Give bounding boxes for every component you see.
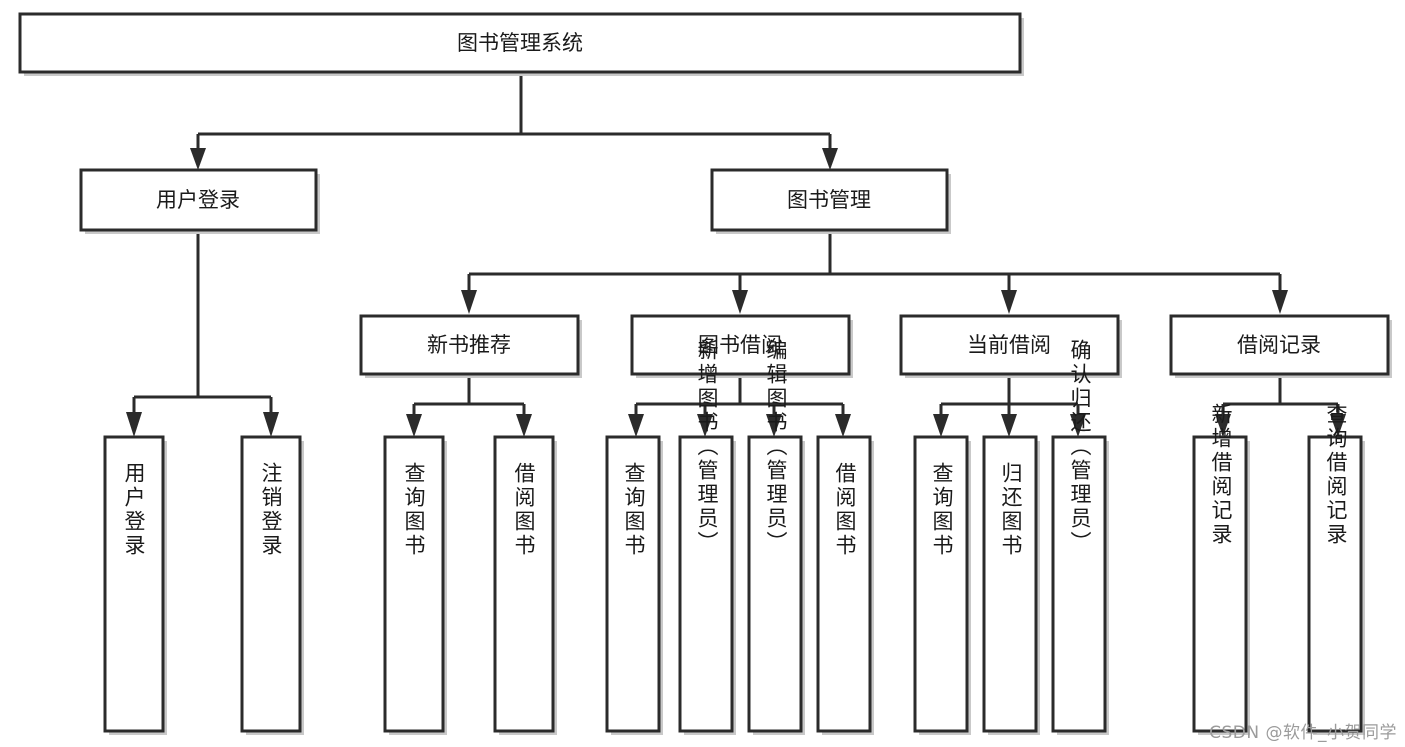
arrow-to-borrow-record bbox=[1272, 290, 1288, 314]
arrow-to-book-borrow bbox=[732, 290, 748, 314]
node-borrow-record-label: 借阅记录 bbox=[1237, 333, 1321, 357]
arrow-to-leaf-query-record bbox=[1330, 414, 1346, 437]
leaf-user-login-box bbox=[103, 435, 165, 733]
leaf-user-logout-label: 注销登录 bbox=[259, 462, 283, 558]
node-root-label: 图书管理系统 bbox=[457, 31, 583, 55]
leaf-query-record-box bbox=[1307, 435, 1363, 733]
arrow-to-leaf-query-book-3 bbox=[933, 414, 949, 437]
leaf-add-book[interactable]: 新增图书（管理员） bbox=[678, 339, 736, 735]
leaf-add-record-label: 新增借阅记录 bbox=[1209, 403, 1233, 547]
node-new-book-rec[interactable]: 新书推荐 bbox=[359, 314, 582, 378]
node-book-borrow-box bbox=[630, 314, 851, 376]
arrow-to-leaf-user-logout bbox=[263, 412, 279, 437]
leaf-query-book-3-box bbox=[913, 435, 969, 733]
leaf-borrow-book-2-label: 借阅图书 bbox=[833, 462, 857, 558]
leaf-confirm-return-label: 确认归还（管理员） bbox=[1068, 339, 1092, 555]
leaf-query-record-label: 查询借阅记录 bbox=[1324, 403, 1348, 547]
arrow-to-current-borrow bbox=[1001, 290, 1017, 314]
node-user-login-label: 用户登录 bbox=[156, 188, 240, 212]
arrow-to-leaf-user-login bbox=[126, 412, 142, 437]
node-book-borrow[interactable]: 图书借阅 bbox=[630, 314, 853, 378]
leaf-user-login-label: 用户登录 bbox=[122, 462, 146, 558]
node-current-borrow-label: 当前借阅 bbox=[967, 333, 1051, 357]
arrow-to-leaf-borrow-book-2 bbox=[835, 414, 851, 437]
leaf-query-book-3[interactable]: 查询图书 bbox=[913, 435, 971, 735]
leaf-borrow-book-1[interactable]: 借阅图书 bbox=[493, 435, 557, 735]
node-book-mgmt-label: 图书管理 bbox=[787, 188, 871, 212]
arrow-to-book-mgmt bbox=[822, 148, 838, 170]
leaf-user-logout[interactable]: 注销登录 bbox=[240, 435, 304, 735]
node-current-borrow[interactable]: 当前借阅 bbox=[899, 314, 1122, 378]
leaf-user-login[interactable]: 用户登录 bbox=[103, 435, 167, 735]
edge-layer bbox=[126, 76, 1346, 437]
leaf-query-book-1-box bbox=[383, 435, 445, 733]
arrow-to-leaf-return-book bbox=[1001, 414, 1017, 437]
node-root[interactable]: 图书管理系统 bbox=[18, 12, 1024, 76]
arrow-to-user-login bbox=[190, 148, 206, 170]
leaf-return-book[interactable]: 归还图书 bbox=[982, 435, 1040, 735]
leaf-add-book-label: 新增图书（管理员） bbox=[695, 339, 719, 555]
leaf-edit-book[interactable]: 编辑图书（管理员） bbox=[747, 339, 805, 735]
leaf-borrow-book-2-box bbox=[816, 435, 872, 733]
leaf-return-book-box bbox=[982, 435, 1038, 733]
leaf-confirm-return-box bbox=[1051, 435, 1107, 733]
arrow-to-leaf-add-record bbox=[1215, 414, 1231, 437]
leaf-query-book-2-label: 查询图书 bbox=[622, 462, 646, 558]
node-user-login-box bbox=[79, 168, 318, 232]
leaf-edit-book-label: 编辑图书（管理员） bbox=[764, 339, 788, 555]
arrow-to-leaf-add-book bbox=[697, 414, 713, 437]
node-book-borrow-label: 图书借阅 bbox=[698, 333, 782, 357]
node-book-mgmt-box bbox=[710, 168, 949, 232]
node-current-borrow-box bbox=[899, 314, 1120, 376]
leaf-query-book-3-label: 查询图书 bbox=[930, 462, 954, 558]
leaf-borrow-book-1-label: 借阅图书 bbox=[512, 462, 536, 558]
leaf-query-book-2-box bbox=[605, 435, 661, 733]
node-new-book-rec-label: 新书推荐 bbox=[427, 333, 511, 357]
arrow-to-leaf-confirm-return bbox=[1070, 414, 1086, 437]
node-borrow-record[interactable]: 借阅记录 bbox=[1169, 314, 1392, 378]
leaf-edit-book-box bbox=[747, 435, 803, 733]
leaf-borrow-book-1-box bbox=[493, 435, 555, 733]
arrow-to-leaf-query-book-1 bbox=[406, 414, 422, 437]
node-user-login[interactable]: 用户登录 bbox=[79, 168, 320, 234]
node-borrow-record-box bbox=[1169, 314, 1390, 376]
leaf-query-book-1-label: 查询图书 bbox=[402, 462, 426, 558]
arrow-to-leaf-edit-book bbox=[766, 414, 782, 437]
leaf-user-logout-box bbox=[240, 435, 302, 733]
leaf-confirm-return[interactable]: 确认归还（管理员） bbox=[1051, 339, 1109, 735]
leaf-add-book-box bbox=[678, 435, 734, 733]
node-layer: 图书管理系统 用户登录 图书管理 新书推荐 bbox=[18, 12, 1392, 735]
node-root-box bbox=[18, 12, 1022, 74]
node-new-book-rec-box bbox=[359, 314, 580, 376]
leaf-add-record-box bbox=[1192, 435, 1248, 733]
arrow-to-leaf-query-book-2 bbox=[628, 414, 644, 437]
leaf-query-book-1[interactable]: 查询图书 bbox=[383, 435, 447, 735]
leaf-query-book-2[interactable]: 查询图书 bbox=[605, 435, 663, 735]
leaf-add-record[interactable]: 新增借阅记录 bbox=[1192, 403, 1250, 735]
leaf-borrow-book-2[interactable]: 借阅图书 bbox=[816, 435, 874, 735]
leaf-return-book-label: 归还图书 bbox=[999, 462, 1023, 558]
node-book-mgmt[interactable]: 图书管理 bbox=[710, 168, 951, 234]
arrow-to-leaf-borrow-book-1 bbox=[516, 414, 532, 437]
arrow-to-new-book-rec bbox=[461, 290, 477, 314]
leaf-query-record[interactable]: 查询借阅记录 bbox=[1307, 403, 1365, 735]
